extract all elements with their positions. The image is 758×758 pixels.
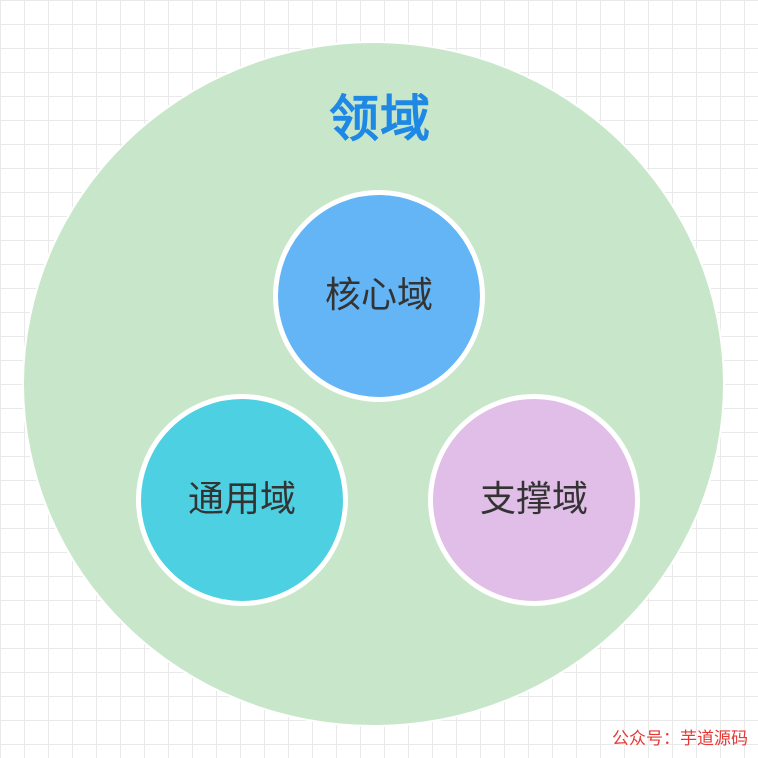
supporting-domain-circle: 支撑域 <box>428 394 640 606</box>
generic-domain-circle: 通用域 <box>136 394 348 606</box>
domain-title: 领域 <box>329 90 431 148</box>
generic-domain-label: 通用域 <box>187 479 296 520</box>
supporting-domain-label: 支撑域 <box>479 479 588 520</box>
core-domain-label: 核心域 <box>324 275 433 316</box>
core-domain-circle: 核心域 <box>273 190 485 402</box>
watermark-text: 公众号：芋道源码 <box>612 729 748 749</box>
